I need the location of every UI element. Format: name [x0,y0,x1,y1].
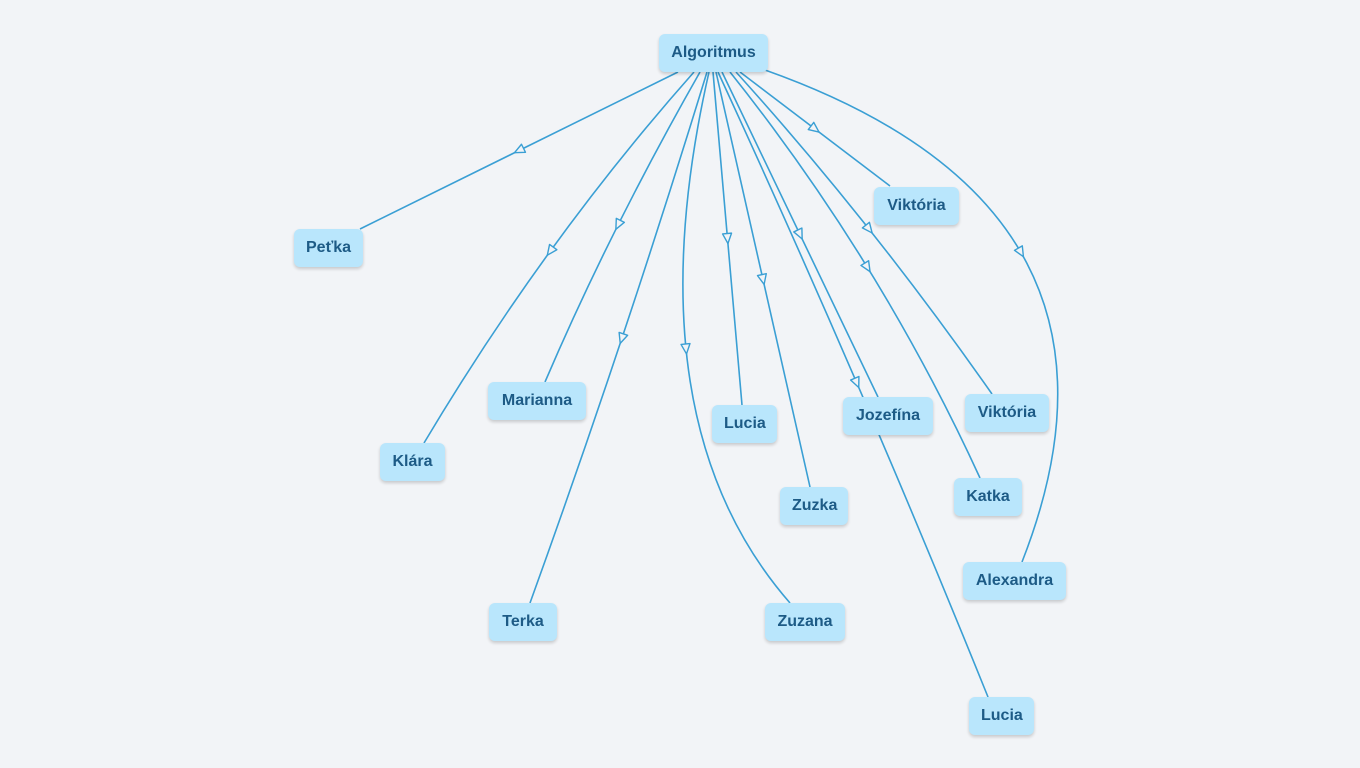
arrowhead-icon [807,121,820,133]
arrowhead-icon [513,143,527,154]
edge-zuzana [682,71,791,604]
arrowhead-icon [1013,245,1025,258]
node-jozefina[interactable]: Jozefína [843,397,933,435]
arrowhead-icon [860,260,871,273]
node-viktoria-1[interactable]: Viktória [874,187,959,225]
node-zuzana[interactable]: Zuzana [765,603,845,641]
arrowhead-icon [680,342,691,355]
arrowhead-icon [546,243,558,256]
node-petka[interactable]: Peťka [294,229,363,267]
edge-alexandra [764,69,1059,563]
edge-terka [529,71,708,604]
edge-viktoria-2 [735,71,993,395]
arrowhead-icon [615,217,626,230]
arrowhead-icon [756,272,767,286]
arrowhead-icon [861,221,873,234]
arrowhead-icon [849,375,860,389]
root-node-algoritmus[interactable]: Algoritmus [659,34,768,72]
node-terka[interactable]: Terka [489,603,557,641]
node-zuzka[interactable]: Zuzka [780,487,848,525]
node-lucia-2[interactable]: Lucia [969,697,1034,735]
arrowhead-icon [721,232,733,245]
node-marianna[interactable]: Marianna [488,382,586,420]
arrowhead-icon [793,227,803,240]
arrowhead-icon [618,331,629,345]
node-klara[interactable]: Klára [380,443,445,481]
node-viktoria-2[interactable]: Viktória [965,394,1049,432]
node-lucia-1[interactable]: Lucia [712,405,777,443]
node-katka[interactable]: Katka [954,478,1022,516]
node-alexandra[interactable]: Alexandra [963,562,1066,600]
edge-lucia-2 [717,71,989,698]
